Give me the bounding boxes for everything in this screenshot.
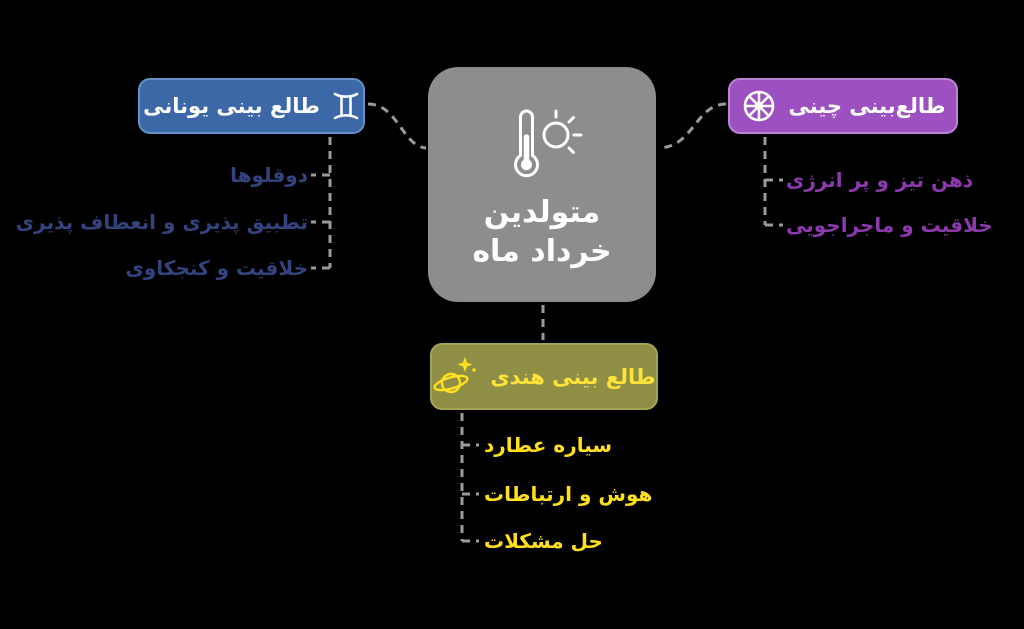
chinese-astrology-label: طالع‌بینی چینی (788, 94, 946, 118)
chinese-wheel-icon (743, 90, 774, 122)
chinese-item-sharp-energetic-mind: ذهن تیز و پر انرژی (786, 168, 974, 192)
greek-item-twins: دوقلوها (230, 163, 308, 187)
center-title: متولدین خرداد ماه (472, 193, 611, 271)
connector-chinese-to-center (659, 102, 727, 150)
center-title-line1: متولدین (483, 194, 601, 230)
gemini-icon (333, 92, 359, 120)
indian-astrology-label: طالع بینی هندی (490, 364, 656, 389)
connector-greek-items (311, 137, 332, 270)
center-title-line2: خرداد ماه (472, 233, 612, 269)
connector-indian-items (460, 413, 479, 543)
connector-chinese-items (763, 137, 783, 227)
indian-item-intelligence-communication: هوش و ارتباطات (484, 482, 653, 506)
chinese-item-creativity-adventure: خلاقیت و ماجراجویی (786, 213, 993, 237)
indian-item-planet-mercury: سیاره عطارد (484, 433, 613, 457)
thermometer-sun-icon (514, 109, 583, 177)
indian-item-problem-solving: حل مشکلات (484, 529, 603, 553)
greek-item-adaptability-flexibility: تطبیق پذیری و انعطاف پذیری (15, 210, 308, 234)
greek-astrology-label: طالع بینی یونانی (143, 94, 320, 118)
connector-greek-to-center (367, 102, 427, 150)
planet-icon (433, 356, 477, 393)
greek-item-creativity-curiosity: خلاقیت و کنجکاوی (125, 256, 309, 280)
chinese-astrology-node: طالع‌بینی چینی (728, 78, 958, 134)
center-node: متولدین خرداد ماه (428, 67, 656, 302)
indian-astrology-node: طالع بینی هندی (430, 343, 658, 410)
greek-astrology-node: طالع بینی یونانی (138, 78, 365, 134)
